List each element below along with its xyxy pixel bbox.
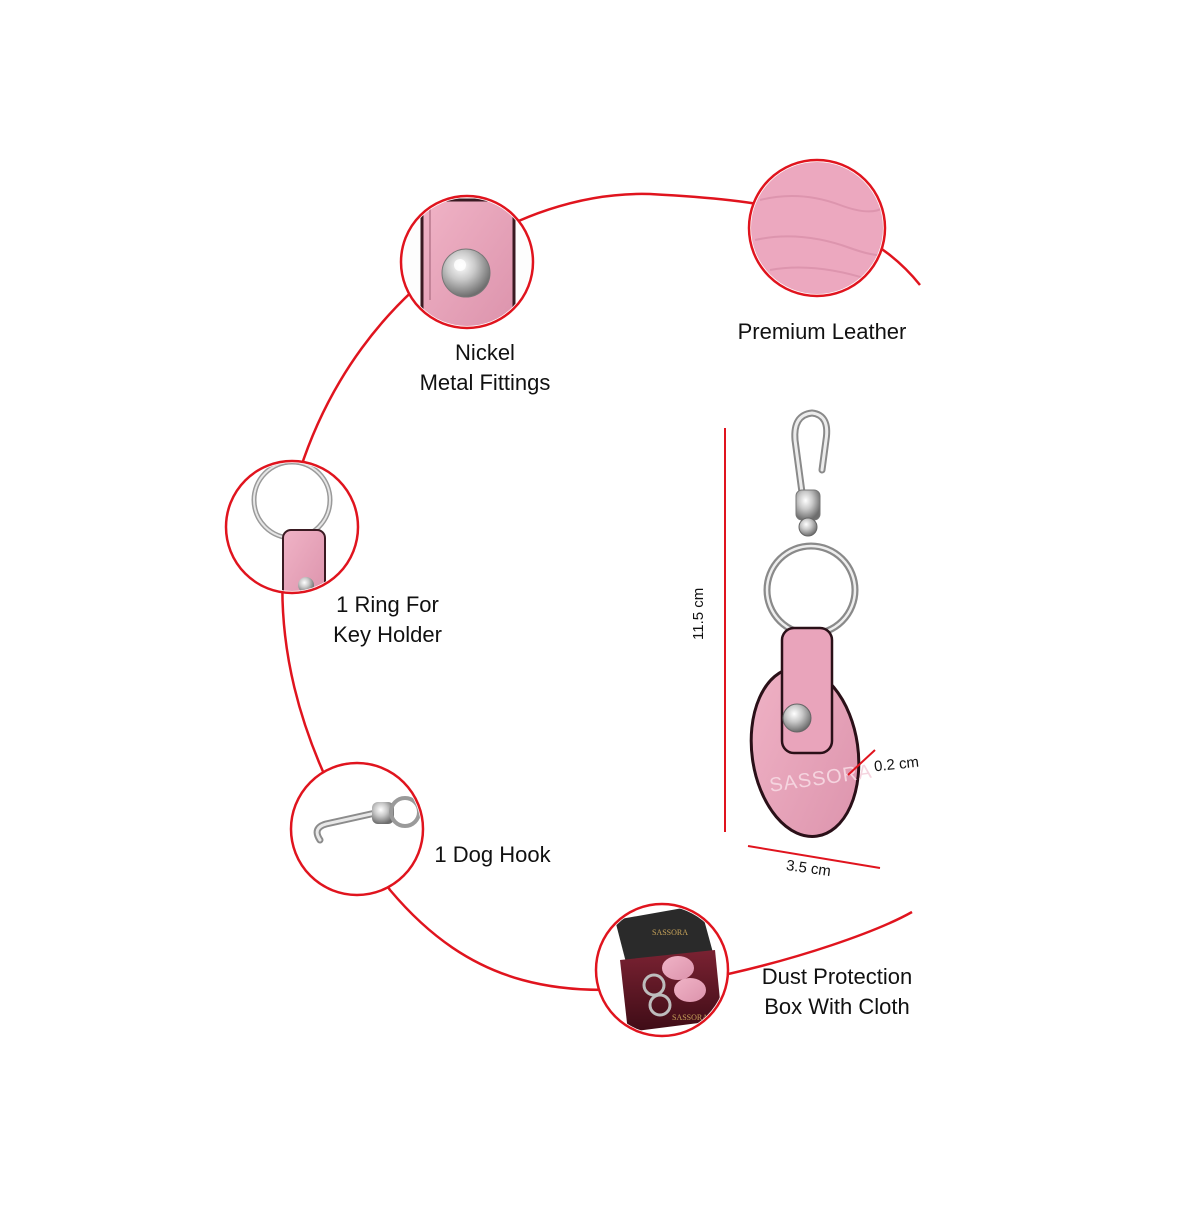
leather-label-text: Premium Leather xyxy=(737,319,907,344)
leather-label: Premium Leather xyxy=(712,317,932,347)
height-dimension-label: 11.5 cm xyxy=(690,587,707,640)
width-dimension-line xyxy=(747,845,881,869)
ring-circle xyxy=(224,459,360,595)
ring-label: 1 Ring For Key Holder xyxy=(310,590,465,650)
main-leather-strap xyxy=(780,626,834,755)
box-label: Dust Protection Box With Cloth xyxy=(742,962,932,1022)
ring-label-line2: Key Holder xyxy=(333,622,442,647)
hook-label: 1 Dog Hook xyxy=(420,840,565,870)
box-label-line2: Box With Cloth xyxy=(764,994,910,1019)
box-cloth-brand: SASSORA xyxy=(672,1013,708,1022)
thickness-dimension-line xyxy=(847,749,876,776)
fittings-label: Nickel Metal Fittings xyxy=(395,338,575,398)
keychain-product: SASSORA xyxy=(749,409,874,838)
main-rivet xyxy=(782,703,812,733)
box-lid-brand: SASSORA xyxy=(652,928,688,937)
box-label-line1: Dust Protection xyxy=(761,964,913,989)
fittings-label-line2: Metal Fittings xyxy=(419,370,551,395)
leather-swatch-circle xyxy=(747,158,887,298)
hook-label-text: 1 Dog Hook xyxy=(434,842,551,867)
main-dog-hook xyxy=(791,409,831,504)
fittings-label-line1: Nickel xyxy=(455,340,515,365)
dog-hook-circle xyxy=(289,761,425,897)
ring-label-line1: 1 Ring For xyxy=(336,592,439,617)
dust-box-circle: SASSORA SASSORA xyxy=(594,902,730,1038)
fittings-circle xyxy=(399,194,535,330)
